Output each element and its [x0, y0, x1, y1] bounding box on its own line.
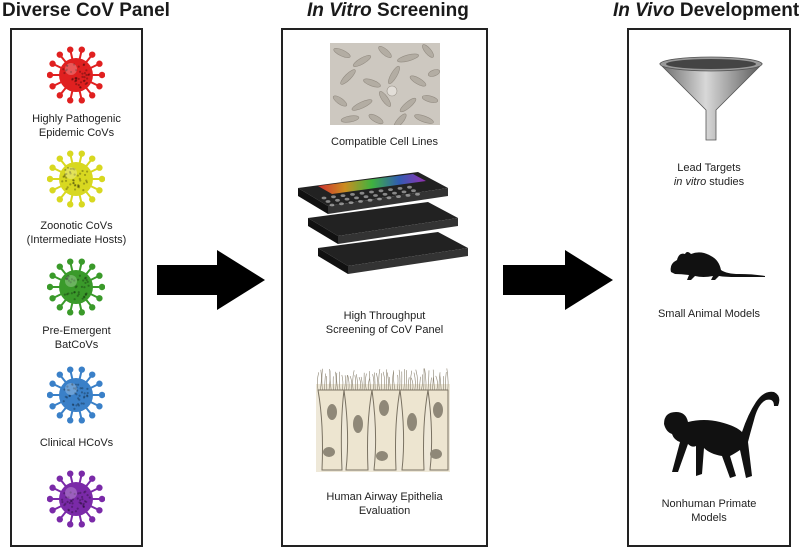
airway-epithelia-image — [316, 364, 450, 472]
left-label-3: Pre-EmergentBatCoVs — [12, 324, 141, 352]
right-label-2: Small Animal Models — [629, 307, 789, 321]
left-label-4: Clinical HCoVs — [12, 436, 141, 450]
right-arrow-icon — [157, 250, 265, 310]
left-column-title: Diverse CoV Panel — [2, 0, 170, 22]
virus-yellow-icon — [47, 150, 105, 208]
mouse-silhouette-icon — [667, 246, 767, 286]
virus-purple-icon — [47, 470, 105, 528]
funnel-icon — [656, 52, 766, 144]
right-arrow-icon — [503, 250, 613, 310]
middle-label-1: Compatible Cell Lines — [283, 135, 486, 149]
middle-label-3: Human Airway EpitheliaEvaluation — [283, 490, 486, 518]
left-label-2: Zoonotic CoVs(Intermediate Hosts) — [12, 219, 141, 247]
cell-culture-image — [330, 43, 440, 125]
well-plate-stack-icon — [298, 166, 468, 278]
virus-green-icon — [47, 258, 105, 316]
right-column-title: In Vivo Development — [613, 0, 799, 22]
right-label-3: Nonhuman PrimateModels — [629, 497, 789, 525]
virus-blue-icon — [47, 366, 105, 424]
middle-label-2: High ThroughputScreening of CoV Panel — [283, 309, 486, 337]
middle-column-title: In Vitro Screening — [307, 0, 469, 22]
left-label-1: Highly PathogenicEpidemic CoVs — [12, 112, 141, 140]
virus-red-icon — [47, 46, 105, 104]
monkey-silhouette-icon — [656, 384, 782, 484]
right-label-1: Lead Targetsin vitro studies — [629, 161, 789, 189]
